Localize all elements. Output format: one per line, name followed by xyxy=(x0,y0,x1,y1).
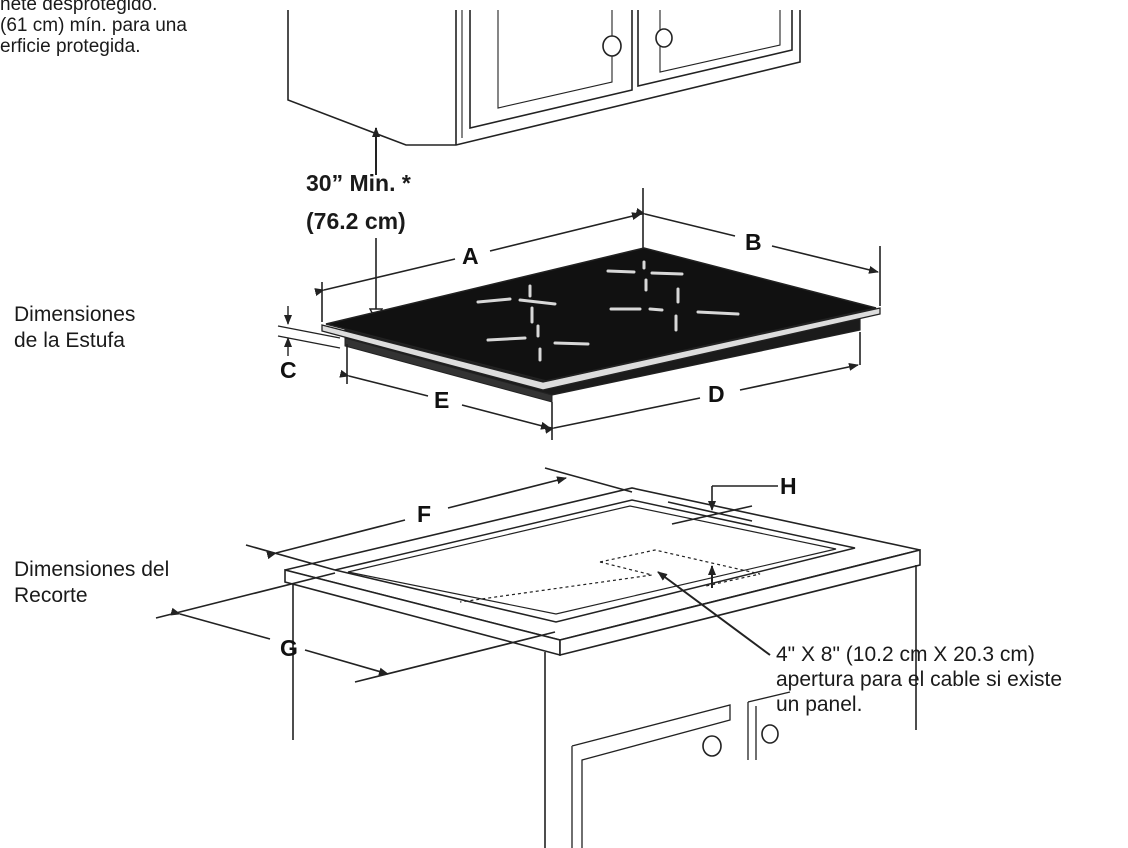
dimension-line-g xyxy=(155,572,556,683)
clearance-label: 30” Min. * (76.2 cm) xyxy=(306,168,411,236)
cable-opening-note: 4" X 8" (10.2 cm X 20.3 cm) apertura par… xyxy=(776,642,1062,717)
label-b: B xyxy=(745,229,762,255)
top-note-line: (61 cm) mín. para una xyxy=(0,15,187,36)
label-e: E xyxy=(434,387,449,413)
dimension-line-c xyxy=(277,306,341,356)
cable-note-line: apertura para el cable si existe xyxy=(776,668,1062,691)
top-note-line: nete desprotegido. xyxy=(0,0,158,15)
heading-line: Dimensiones del xyxy=(14,558,170,581)
dimension-line-d xyxy=(544,332,861,440)
cutout-opening xyxy=(334,499,856,623)
label-g: G xyxy=(280,635,298,661)
heading-line: Recorte xyxy=(14,584,88,607)
dimension-line-b xyxy=(635,207,881,306)
dimension-line-h xyxy=(667,485,778,525)
dimension-line-f xyxy=(245,467,633,571)
cutout-dimensions-heading: Dimensiones del Recorte xyxy=(14,557,169,609)
heading-line: de la Estufa xyxy=(14,329,125,352)
top-note-line: erficie protegida. xyxy=(0,36,141,57)
cable-note-line: 4" X 8" (10.2 cm X 20.3 cm) xyxy=(776,643,1035,666)
cable-opening xyxy=(459,549,761,603)
dimension-line-e xyxy=(339,344,551,430)
label-h: H xyxy=(780,473,797,499)
upper-cabinet xyxy=(287,10,801,146)
burner-marks xyxy=(476,260,740,362)
label-a: A xyxy=(462,243,479,269)
dimension-line-a xyxy=(314,188,644,322)
cooktop-dimensions-heading: Dimensiones de la Estufa xyxy=(14,302,135,354)
cable-note-line: un panel. xyxy=(776,693,863,716)
top-note: nete desprotegido. (61 cm) mín. para una… xyxy=(0,0,187,57)
heading-line: Dimensiones xyxy=(14,303,136,326)
clearance-inches: 30” Min. * xyxy=(306,170,411,196)
label-c: C xyxy=(280,357,297,383)
label-f: F xyxy=(417,501,431,527)
label-d: D xyxy=(708,381,725,407)
clearance-cm: (76.2 cm) xyxy=(306,208,406,234)
cable-pointer xyxy=(657,565,771,656)
